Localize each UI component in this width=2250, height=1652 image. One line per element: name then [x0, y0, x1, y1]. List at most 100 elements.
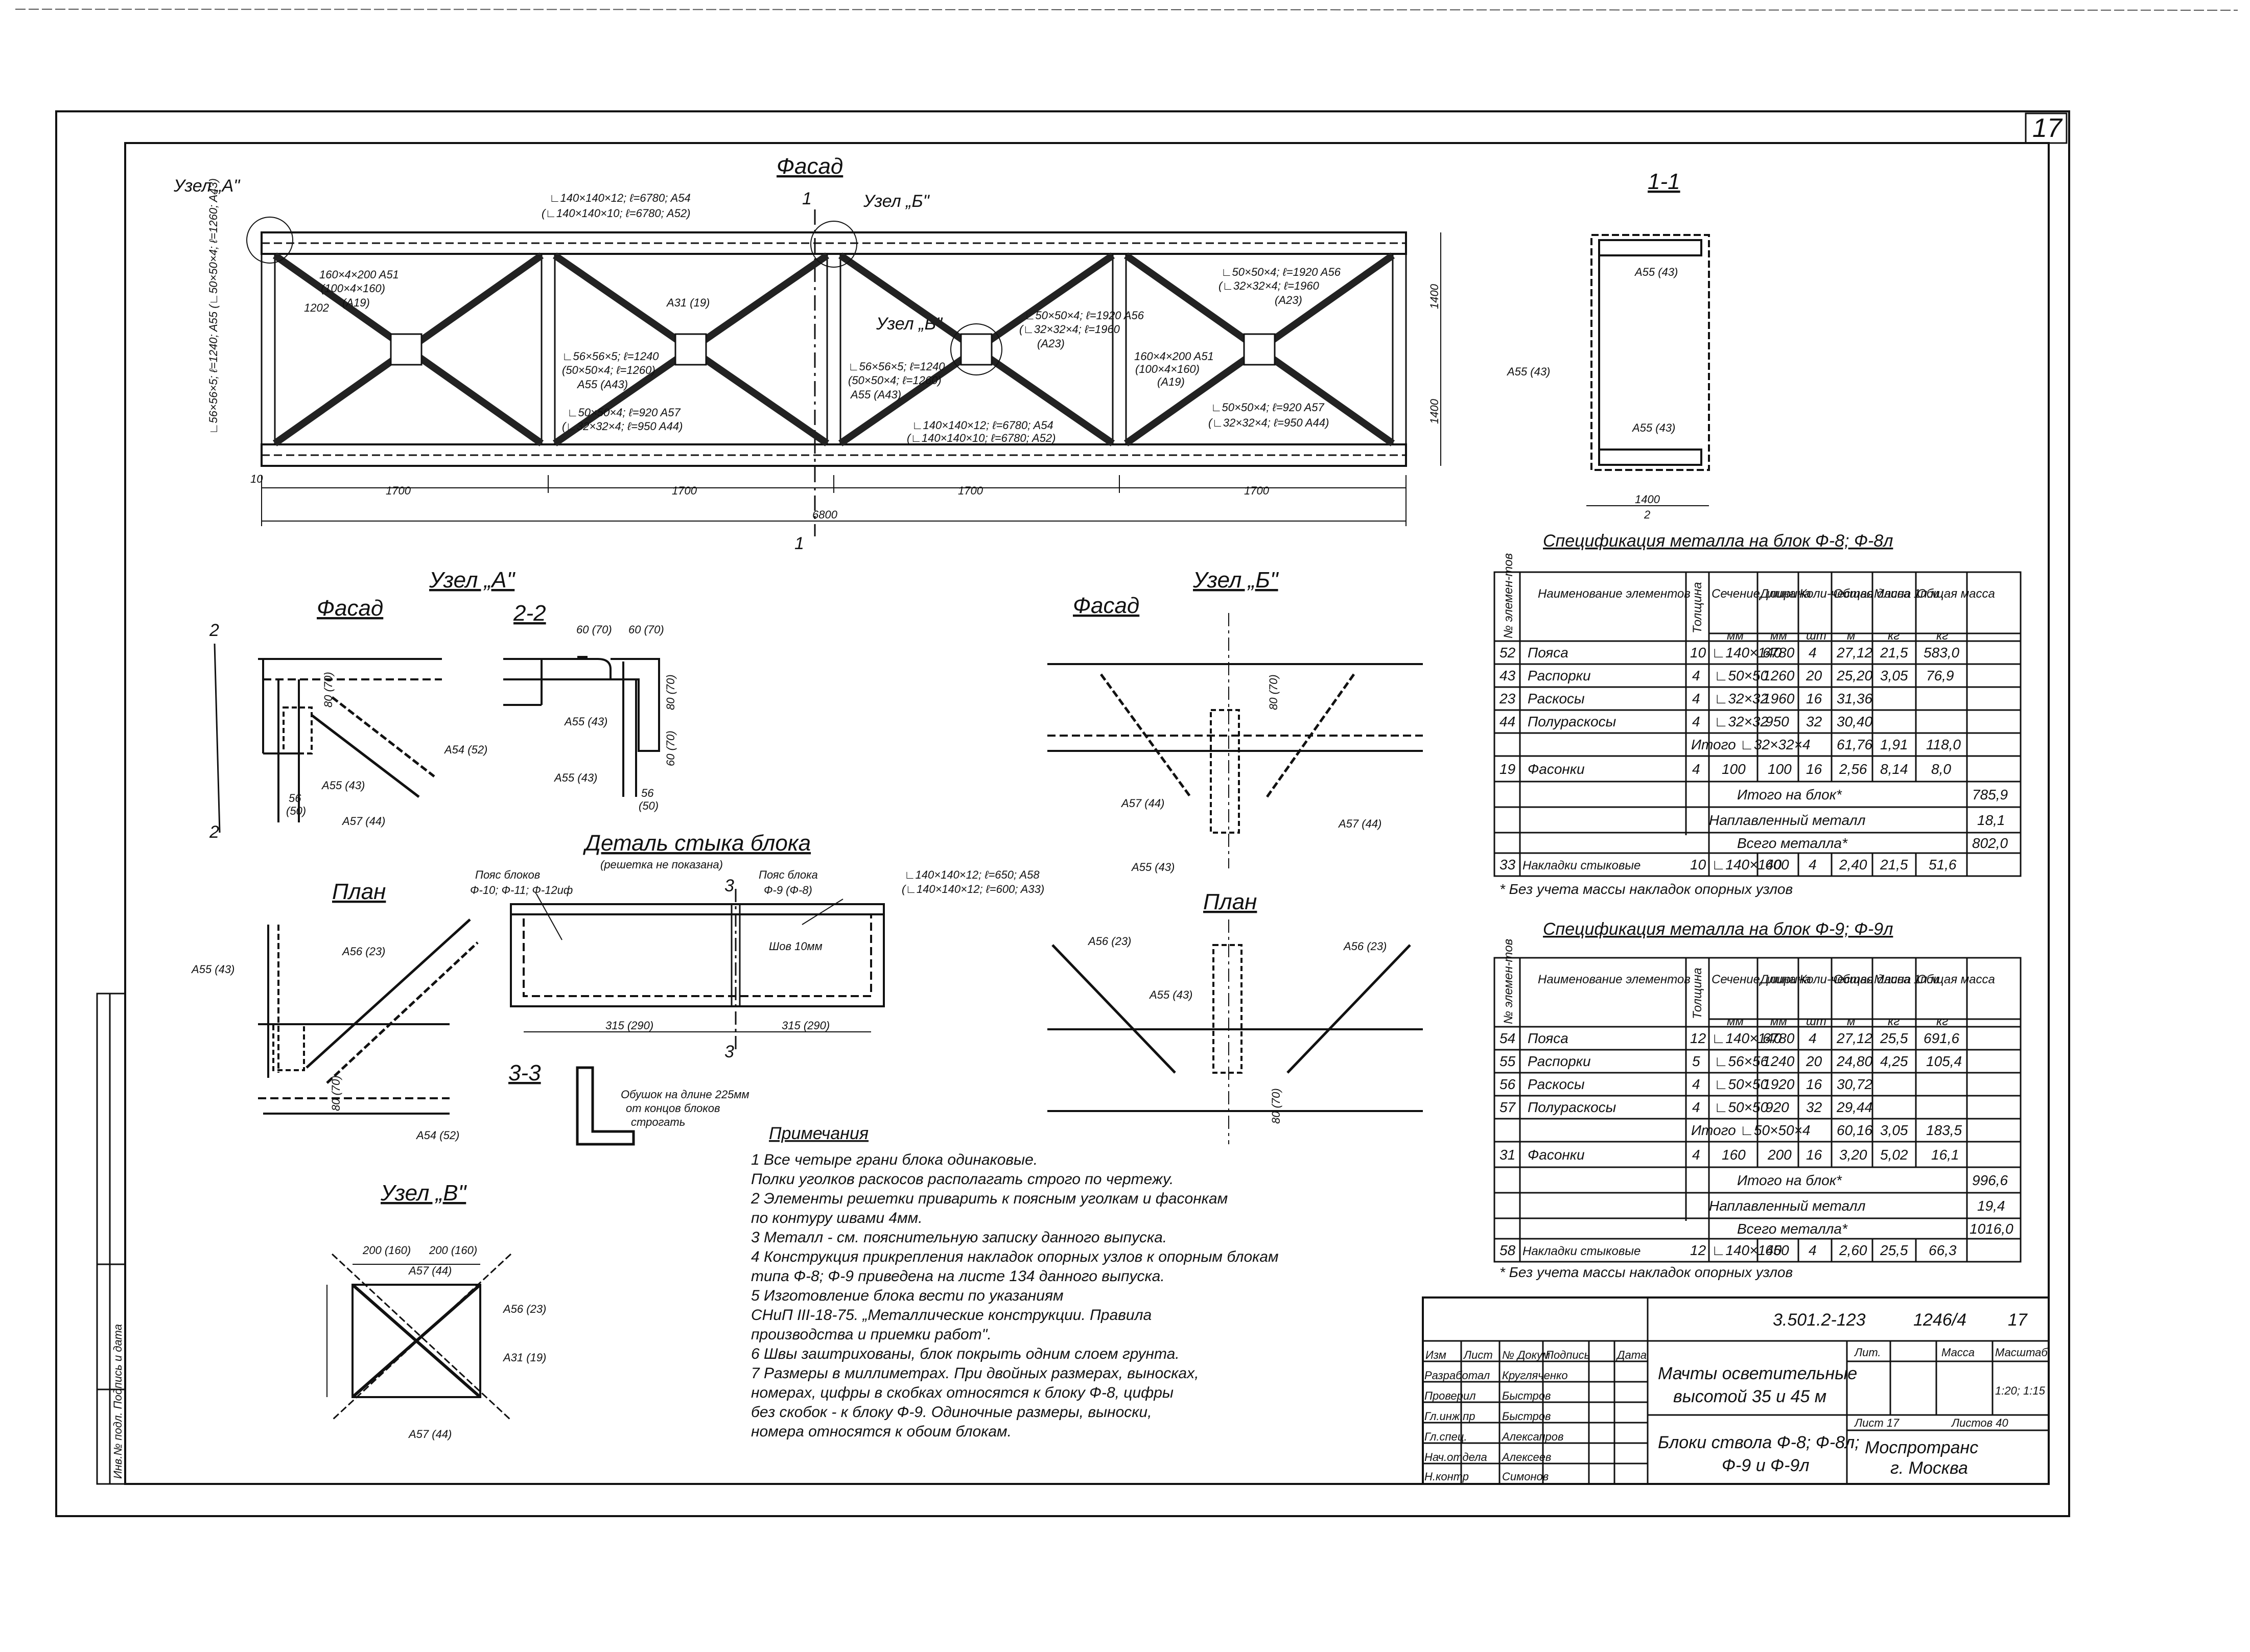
spec2-r31-c6: 3,20 [1839, 1147, 1867, 1163]
page-number-box [2025, 112, 2068, 144]
spec1-sub-tmass: 118,0 [1926, 737, 1961, 752]
section-mark-bottom: 1 [794, 534, 804, 553]
spec1-r33-c2: 10 [1690, 857, 1706, 872]
spec1-r19-c3: 100 [1722, 761, 1746, 777]
node-a-plan-drawing [258, 918, 479, 1115]
stamp-name-3: Алексапров [1501, 1430, 1564, 1443]
spec2-weld-label: Наплавленный металл [1709, 1198, 1866, 1214]
sec11-a55-top: A55 (43) [1634, 266, 1678, 278]
node-b-dim-80: 80 (70) [1267, 674, 1280, 710]
spec1-table-grid [1493, 571, 2022, 877]
spec1-r3-c0: 44 [1499, 714, 1515, 729]
joint-dim-right: 315 (290) [782, 1019, 830, 1032]
section-22-title: 2-2 [513, 601, 546, 626]
joint-bend-note-2: от концов блоков [626, 1102, 720, 1115]
spec2-r0-c4: 6780 [1763, 1030, 1795, 1046]
dim-1400-bot: 1400 [1428, 398, 1441, 424]
spec2-sub-label: Итого ∟50×50×4 [1691, 1122, 1810, 1138]
stamp-role-4: Нач.отдела [1424, 1451, 1487, 1464]
half-diag-1: ∟50×50×4; ℓ=920 A57 [567, 406, 681, 419]
spec1-sub-len: 61,76 [1837, 737, 1872, 752]
joint-detail-subtitle: (решетка не показана) [600, 858, 723, 871]
diag-label-2: (∟32×32×4; ℓ=1960 [1019, 323, 1120, 336]
spec2-r3-c1: Полураскосы [1528, 1099, 1616, 1115]
joint-weld-label: Шов 10мм [769, 940, 823, 953]
spec1-weld-val: 18,1 [1977, 812, 2005, 828]
spec2-r31-c4: 200 [1767, 1147, 1792, 1163]
vertical-5 [1392, 253, 1407, 445]
brace-label-2: (50×50×4; ℓ=1260) [562, 364, 655, 376]
plate-label-3: (A19) [342, 296, 370, 309]
stamp-drawing-title-1: Блоки ствола Ф-8; Ф-8л; [1658, 1433, 1860, 1452]
sec22-dim-60b: 60 (70) [628, 623, 664, 636]
node-a-plan-a54: A54 (52) [415, 1129, 459, 1142]
spec2-r3-c5: 32 [1806, 1099, 1822, 1115]
spec1-r19-c4: 100 [1768, 761, 1792, 777]
spec1-h-qty: Коли-чество [1799, 587, 1873, 601]
node-v-a56: A56 (23) [502, 1303, 546, 1315]
node-a-facade-drawing [214, 643, 442, 833]
spec1-r0-c3: ∟140×140 [1712, 645, 1782, 660]
spec1-total-val: 785,9 [1972, 787, 2008, 803]
spec1-r0-c5: 4 [1809, 645, 1817, 660]
spec1-r3-c5: 32 [1806, 714, 1822, 729]
spec2-r2-c2: 4 [1692, 1076, 1700, 1092]
spec1-r3-c2: 4 [1692, 714, 1700, 729]
spec2-total-val: 996,6 [1972, 1172, 2008, 1188]
joint-detail-title: Деталь стыка блока [582, 831, 811, 856]
note-line-9: производства и приемки работ". [751, 1326, 992, 1343]
stamp-org-1: Моспротранс [1865, 1438, 1978, 1457]
spec2-rows: 54 Пояса 12 ∟140×140 6780 4 27,12 25,5 6… [1499, 1030, 2013, 1258]
sec22-dim-60a: 60 (70) [576, 623, 612, 636]
spec2-r58-c5: 4 [1809, 1242, 1817, 1258]
node-b-plan-subtitle: План [1203, 889, 1257, 914]
node-b-plan-a55: A55 (43) [1149, 988, 1192, 1001]
node-a-a55: A55 (43) [321, 779, 365, 792]
spec1-u-mass: кг [1888, 629, 1900, 643]
node-b-circle [810, 221, 857, 268]
page-number: 17 [2032, 113, 2063, 143]
notes-list: 1 Все четыре грани блока одинаковые. Пол… [751, 1151, 1279, 1440]
node-a-mark-2a: 2 [209, 621, 219, 640]
sec22-a55-b: A55 (43) [553, 771, 597, 784]
bottom-chord-label-2: (∟140×140×10; ℓ=6780; A52) [907, 432, 1056, 444]
stamp-col-list: Лист [1463, 1349, 1493, 1361]
node-b-facade-subtitle: Фасад [1073, 593, 1139, 618]
bottom-chord-label-1: ∟140×140×12; ℓ=6780; A54 [912, 419, 1053, 432]
sec22-dim-60c: 60 (70) [664, 730, 677, 766]
spec1-weld-label: Наплавленный металл [1709, 812, 1866, 828]
spec2-h-thick: Толщина [1691, 967, 1704, 1019]
half-diag-r2: (∟32×32×4; ℓ=950 A44) [1208, 416, 1329, 429]
vertical-2 [541, 253, 556, 445]
spec2-sub-mass: 3,05 [1880, 1122, 1908, 1138]
stamp-role-3: Гл.спец. [1424, 1430, 1467, 1443]
spec2-r0-c2: 12 [1690, 1030, 1706, 1046]
spec1-r1-c3: ∟50×50 [1714, 668, 1768, 683]
spec2-r31-c1: Фасонки [1528, 1147, 1585, 1163]
spec2-r31-c8: 16,1 [1931, 1147, 1959, 1163]
spec1-r33-c0: 33 [1499, 857, 1516, 872]
stamp-name-5: Симонов [1502, 1470, 1549, 1483]
spec2-u-tmass: кг [1936, 1014, 1948, 1028]
stamp-col-sign: Подпись [1545, 1349, 1590, 1361]
diag-label-1: ∟50×50×4; ℓ=1920 A56 [1024, 309, 1144, 322]
spec1-h-tlen: Общая длина [1833, 587, 1911, 601]
spec2-table-grid [1493, 957, 2022, 1263]
spec2-grand-val: 1016,0 [1970, 1221, 2013, 1237]
stamp-project-title-2: высотой 35 и 45 м [1673, 1387, 1826, 1406]
spec1-r2-c6: 31,36 [1837, 691, 1872, 706]
sec11-dim-2: 2 [1644, 508, 1650, 521]
plate-label-1: 160×4×200 A51 [319, 268, 399, 281]
a31-label: A31 (19) [666, 296, 710, 309]
spec1-h-len: Длина [1759, 587, 1796, 601]
spec2-total-label: Итого на блок* [1737, 1172, 1842, 1188]
spec1-r19-c0: 19 [1499, 761, 1515, 777]
node-b-plan-a56-l: A56 (23) [1087, 935, 1131, 948]
spec1-r1-c2: 4 [1692, 668, 1700, 683]
joint-mid-label-2: Ф-9 (Ф-8) [764, 884, 812, 896]
spec2-u-tlen: м [1847, 1014, 1855, 1028]
spec1-grand-label: Всего металла* [1737, 835, 1848, 851]
spec1-r19-c2: 4 [1692, 761, 1700, 777]
stamp-lit: Лит. [1854, 1346, 1881, 1359]
spec1-u-len: мм [1770, 629, 1787, 643]
